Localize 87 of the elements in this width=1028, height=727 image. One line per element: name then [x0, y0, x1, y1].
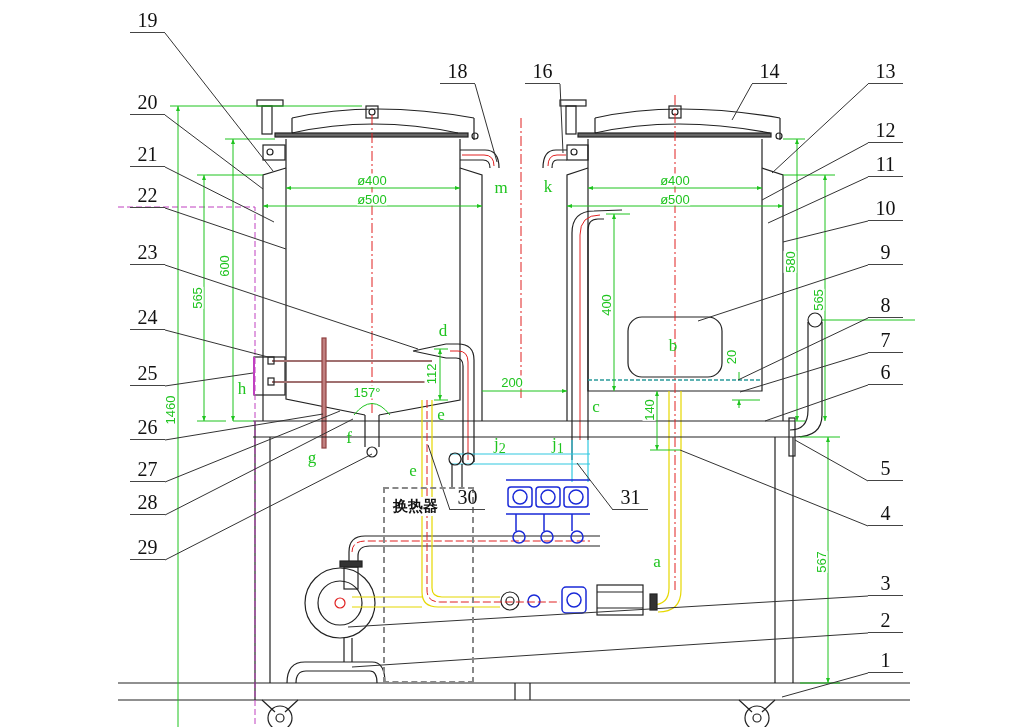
leader-line [351, 632, 869, 668]
port-letter: g [307, 448, 317, 466]
dimension-text: ø500 [660, 192, 690, 206]
dimension-text: 580 [783, 251, 797, 273]
leader-line [164, 372, 254, 387]
leader-line [697, 264, 869, 322]
leader-line [164, 166, 275, 223]
leader-line [164, 32, 274, 172]
leader-line [679, 449, 869, 527]
leader-line [474, 83, 498, 163]
dimension-text: 400 [599, 294, 613, 316]
leader-line [739, 352, 869, 393]
port-letter: h [237, 379, 247, 397]
port-letter: e [437, 405, 445, 423]
leader-line [731, 83, 753, 121]
port-letter: f [346, 428, 352, 446]
dimension-text: 567 [814, 551, 828, 573]
leader-line [764, 384, 869, 422]
callout-number: 14 [752, 60, 787, 84]
leader-line [164, 413, 324, 441]
dimension-text: 140 [642, 399, 656, 421]
leader-line [164, 329, 269, 358]
callout-number: 13 [868, 60, 903, 84]
leader-line [164, 264, 419, 350]
dimension-text: 565 [190, 287, 204, 309]
callout-number: 23 [130, 241, 165, 265]
dimension-text: 200 [501, 375, 523, 389]
port-letter: e [409, 461, 417, 479]
leader-line [559, 83, 564, 154]
callout-number: 6 [868, 361, 903, 385]
leader-line [782, 220, 869, 243]
port-letter: j$_{1}$ [552, 434, 564, 458]
leader-line [164, 207, 287, 250]
callout-number: 22 [130, 184, 165, 208]
port-letter: m [494, 178, 508, 196]
dimension-text: 565 [811, 289, 825, 311]
dimension-text: 112 [424, 363, 438, 385]
callout-number: 8 [868, 294, 903, 318]
leader-line [164, 410, 341, 483]
leader-line [164, 418, 354, 516]
callout-number: 4 [868, 502, 903, 526]
leader-line [164, 453, 373, 561]
dimension-text: ø400 [660, 173, 690, 187]
callout-number: 21 [130, 143, 165, 167]
heat-exchanger-label: 换热器 [393, 497, 438, 516]
callout-number: 12 [868, 119, 903, 143]
leader-line [427, 444, 451, 511]
callout-number: 29 [130, 536, 165, 560]
dimension-text: 600 [217, 255, 231, 277]
port-letter: k [543, 177, 553, 195]
callout-number: 20 [130, 91, 165, 115]
callout-number: 28 [130, 491, 165, 515]
callout-number: 30 [450, 486, 485, 510]
callout-number: 1 [868, 649, 903, 673]
dimension-text: ø500 [357, 192, 387, 206]
leader-line [767, 176, 869, 224]
callout-number: 11 [868, 153, 903, 177]
leader-line [576, 462, 614, 511]
dimension-text: 157° [353, 385, 381, 399]
port-letter: c [592, 397, 600, 415]
callout-number: 5 [868, 457, 903, 481]
callout-number: 7 [868, 329, 903, 353]
callout-number: 3 [868, 572, 903, 596]
callout-number: 25 [130, 362, 165, 386]
callout-number: 24 [130, 306, 165, 330]
port-letter: b [668, 336, 678, 354]
callout-number: 10 [868, 197, 903, 221]
port-letter: d [438, 321, 448, 339]
callout-number: 9 [868, 241, 903, 265]
dimension-text: ø400 [357, 173, 387, 187]
port-letter: j$_{2}$ [494, 434, 506, 458]
leader-line [781, 672, 869, 698]
dimension-text: 20 [724, 349, 738, 365]
leader-line [737, 317, 869, 381]
callout-number: 2 [868, 609, 903, 633]
leader-line [164, 114, 264, 190]
callout-number: 27 [130, 458, 165, 482]
callout-number: 16 [525, 60, 560, 84]
leader-line [761, 142, 869, 201]
leader-line [347, 595, 869, 628]
dimension-text: 1460 [163, 395, 177, 425]
leader-line [771, 83, 869, 174]
port-letter: a [653, 552, 661, 570]
callout-number: 31 [613, 486, 648, 510]
callout-number: 19 [130, 9, 165, 33]
callout-number: 18 [440, 60, 475, 84]
leader-line [794, 439, 869, 482]
